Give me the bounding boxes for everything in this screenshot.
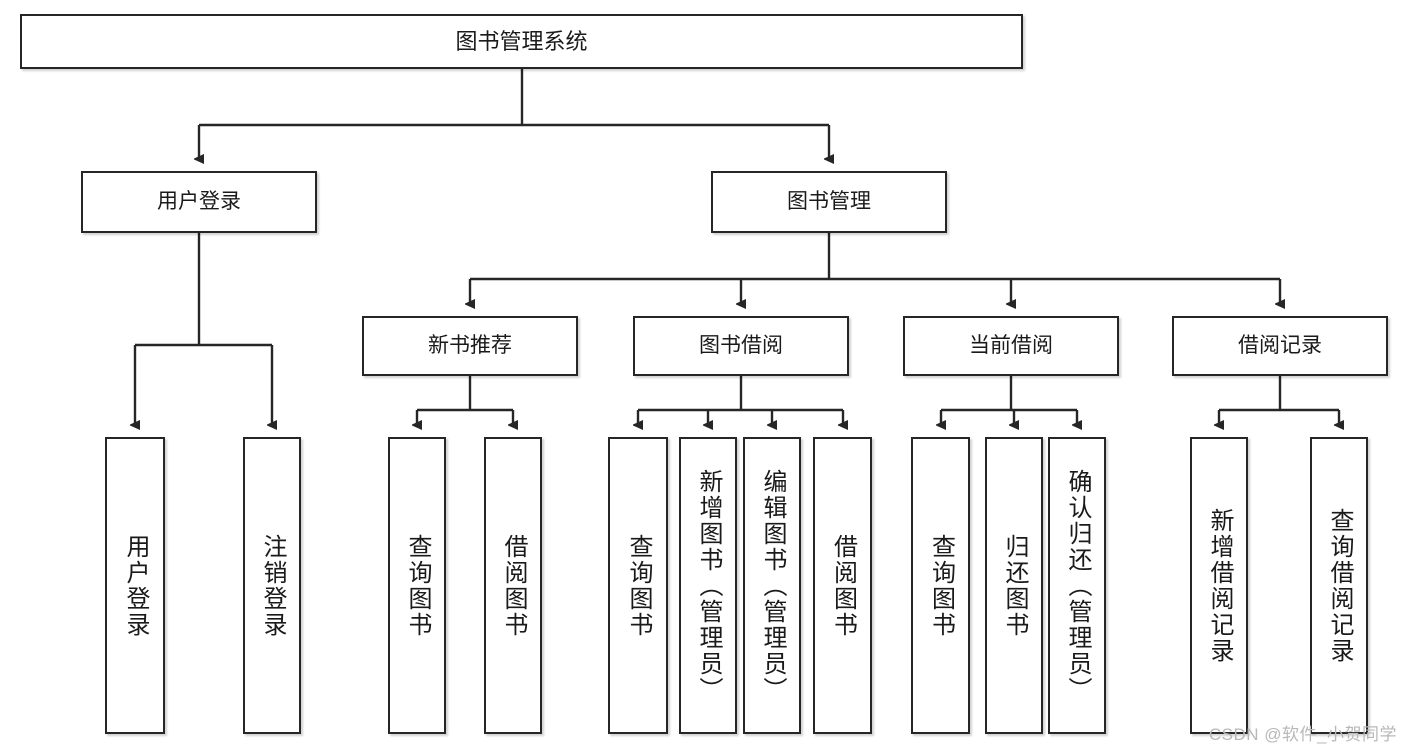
node-book-borrow[interactable]: 图书借阅 [633,316,849,376]
node-current-borrow[interactable]: 当前借阅 [903,316,1119,376]
node-leaf-13[interactable]: 查询借阅记录 [1310,437,1368,734]
node-label: 新增借阅记录 [1206,507,1233,664]
node-label: 用户登录 [122,533,149,638]
node-label: 借阅图书 [829,533,857,638]
node-label: 图书管理系统 [455,28,588,54]
node-label: 注销登录 [259,533,286,638]
node-leaf-11[interactable]: 确认归还（管理员） [1048,437,1106,734]
node-leaf-5[interactable]: 查询图书 [608,437,668,734]
node-user-login[interactable]: 用户登录 [81,171,317,233]
node-label: 图书借阅 [699,333,783,357]
node-leaf-12[interactable]: 新增借阅记录 [1190,437,1248,734]
node-label: 借阅图书 [500,533,527,638]
node-new-book-rec[interactable]: 新书推荐 [362,316,578,376]
node-label: 新增图书（管理员） [695,468,722,703]
node-leaf-2[interactable]: 注销登录 [243,437,301,734]
node-label: 当前借阅 [969,333,1053,357]
node-root[interactable]: 图书管理系统 [20,14,1023,69]
node-leaf-9[interactable]: 查询图书 [911,437,970,734]
node-leaf-4[interactable]: 借阅图书 [484,437,542,734]
node-label: 借阅记录 [1238,333,1322,357]
node-book-manage[interactable]: 图书管理 [711,171,947,233]
node-leaf-3[interactable]: 查询图书 [388,437,446,734]
node-label: 图书管理 [787,189,871,213]
node-label: 编辑图书（管理员） [759,468,786,703]
node-label: 用户登录 [157,189,241,213]
node-label: 查询图书 [625,533,652,638]
node-leaf-6[interactable]: 新增图书（管理员） [679,437,737,734]
node-leaf-7[interactable]: 编辑图书（管理员） [743,437,801,734]
watermark: CSDN @软件_小贺同学 [1208,725,1397,744]
node-borrow-record[interactable]: 借阅记录 [1172,316,1388,376]
node-label: 新书推荐 [428,333,512,357]
node-label: 查询图书 [927,533,955,638]
node-label: 查询图书 [404,533,431,638]
node-label: 归还图书 [1001,533,1028,638]
node-label: 查询借阅记录 [1326,507,1353,664]
node-leaf-1[interactable]: 用户登录 [105,437,165,734]
node-label: 确认归还（管理员） [1064,468,1091,703]
node-leaf-8[interactable]: 借阅图书 [813,437,872,734]
node-leaf-10[interactable]: 归还图书 [985,437,1043,734]
